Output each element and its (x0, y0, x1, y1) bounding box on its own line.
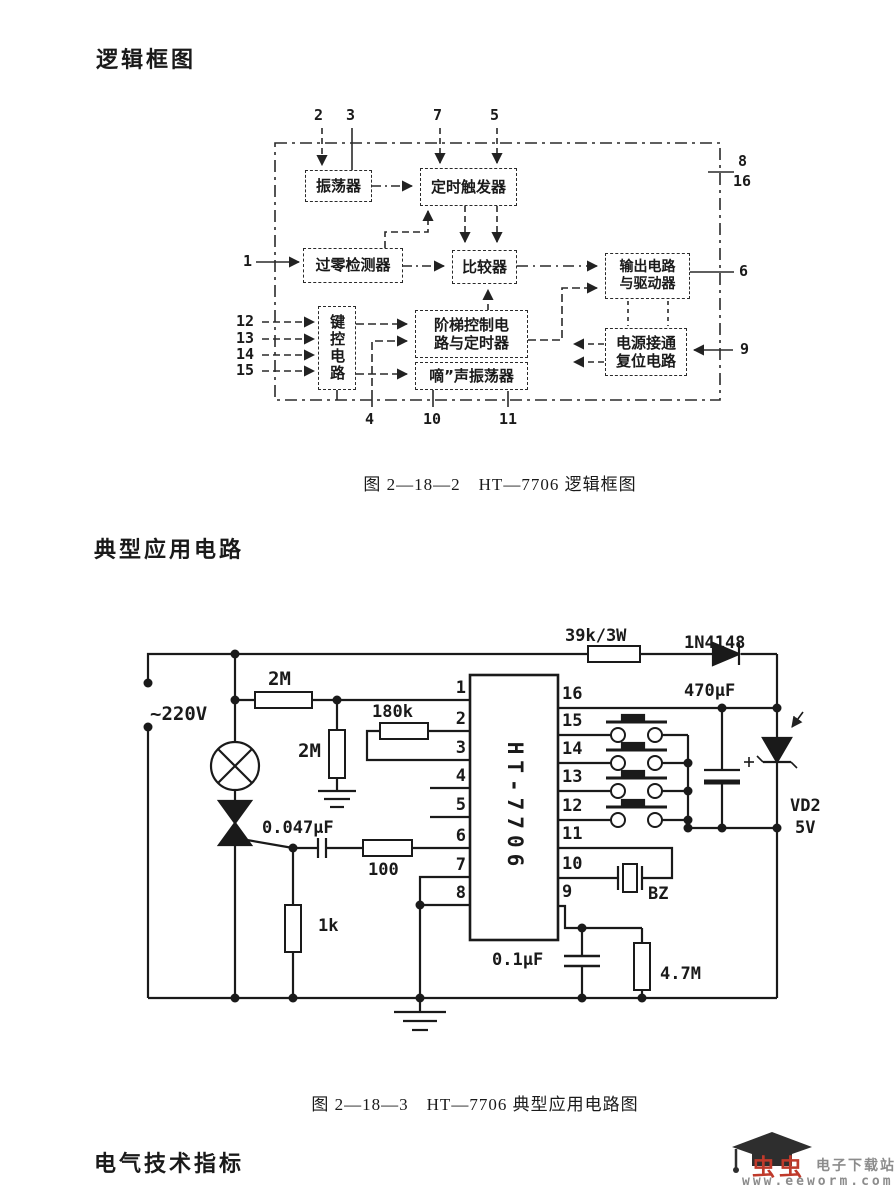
block-beep-oscillator: 嘀”声振荡器 (415, 362, 528, 390)
heading-electrical-specs: 电气技术指标 (94, 1152, 245, 1177)
ic-body (468, 673, 560, 942)
block-timing-trigger: 定时触发器 (420, 168, 517, 206)
logic-pin-13: 13 (236, 329, 255, 347)
watermark-site-label: 电子下载站 (816, 1158, 896, 1174)
ic-pin-11: 11 (562, 824, 583, 844)
ic-pin-9: 9 (562, 882, 573, 902)
zener-vd2-symbol (761, 736, 793, 765)
block-power-reset: 电源接通 复位电路 (605, 328, 687, 376)
resistor-2m-horizontal (254, 691, 313, 709)
block-key-control: 键控电路 (318, 306, 356, 390)
ic-pin-1: 1 (455, 678, 466, 698)
watermark-brand: 虫虫 (752, 1155, 806, 1181)
block-oscillator: 振荡器 (305, 170, 372, 202)
resistor-47m (633, 942, 651, 991)
label-vd2: VD2 (790, 796, 821, 816)
label-ac-source: ~220V (150, 703, 208, 725)
resistor-1k (284, 904, 302, 953)
logic-pin-9: 9 (740, 340, 750, 358)
block-zero-cross-detector: 过零检测器 (303, 248, 403, 283)
ic-pin-3: 3 (455, 738, 466, 758)
label-470uf: 470µF (684, 681, 736, 701)
ic-pin-4: 4 (455, 766, 466, 786)
ic-pin-8: 8 (455, 883, 466, 903)
zener-pointer-mark (791, 711, 804, 728)
ic-pin-12: 12 (562, 796, 583, 816)
push-button-row-13 (558, 769, 688, 799)
logic-pin-8: 8 (738, 152, 748, 170)
label-100: 100 (368, 860, 399, 880)
ic-pin-15: 15 (562, 711, 583, 731)
logic-pin-10: 10 (423, 410, 442, 428)
logic-pin-16: 16 (733, 172, 752, 190)
block-output-driver: 输出电路 与驱动器 (605, 253, 690, 299)
block-comparator: 比较器 (452, 250, 517, 284)
ic-pin-5: 5 (455, 795, 466, 815)
label-47m: 4.7M (660, 964, 701, 984)
caption-fig1: 图 2—18—2 HT—7706 逻辑框图 (363, 475, 637, 494)
label-39k: 39k/3W (565, 626, 627, 646)
label-180k: 180k (372, 702, 413, 722)
logic-pin-15: 15 (236, 361, 255, 379)
ic-pin-10: 10 (562, 854, 583, 874)
logic-pin-6: 6 (739, 262, 749, 280)
label-01uf: 0.1µF (492, 950, 544, 970)
logic-pin-12: 12 (236, 312, 255, 330)
logic-pin-7: 7 (433, 106, 443, 124)
heading-application-circuit: 典型应用电路 (94, 538, 245, 563)
ic-pin-13: 13 (562, 767, 583, 787)
application-circuit-lines (143, 641, 804, 1032)
logic-pin-1: 1 (243, 252, 253, 270)
buzzer-symbol (558, 846, 674, 893)
ic-pin-6: 6 (455, 826, 466, 846)
block-step-control: 阶梯控制电 路与定时器 (415, 310, 528, 358)
resistor-2m-vertical (328, 729, 346, 779)
label-2m-horizontal: 2M (268, 668, 291, 690)
logic-pin-11: 11 (499, 410, 518, 428)
ic-pin-2: 2 (455, 709, 466, 729)
logic-pin-2: 2 (314, 106, 324, 124)
ic-pin-14: 14 (562, 739, 583, 759)
label-1n4148: 1N4148 (684, 633, 746, 653)
label-vd2-voltage: 5V (795, 818, 816, 838)
label-bz: BZ (648, 884, 669, 904)
logic-diagram-lines (256, 128, 734, 407)
logic-pin-5: 5 (490, 106, 500, 124)
junction-dots (143, 649, 782, 1003)
logic-pin-14: 14 (236, 345, 255, 363)
resistor-39k (587, 645, 641, 663)
graduation-cap-icon (732, 1132, 812, 1173)
label-1k: 1k (318, 916, 339, 936)
watermark-url: www.eeworm.com (742, 1174, 894, 1189)
resistor-100 (362, 839, 413, 857)
ic-label: HT-7706 (503, 741, 527, 873)
push-button-row-14 (558, 741, 688, 771)
label-2m-vertical: 2M (298, 740, 321, 762)
diode-1n4148-symbol (711, 641, 742, 667)
ic-pin-7: 7 (455, 855, 466, 875)
ic-pin-16: 16 (562, 684, 583, 704)
label-0047uf: 0.047µF (262, 818, 334, 838)
caption-fig2: 图 2—18—3 HT—7706 典型应用电路图 (311, 1095, 639, 1114)
logic-pin-3: 3 (346, 106, 356, 124)
logic-pin-4: 4 (365, 410, 375, 428)
push-button-row-15 (558, 713, 688, 743)
triac-symbol (216, 799, 254, 825)
heading-logic-diagram: 逻辑框图 (96, 48, 197, 73)
resistor-180k (379, 722, 429, 740)
